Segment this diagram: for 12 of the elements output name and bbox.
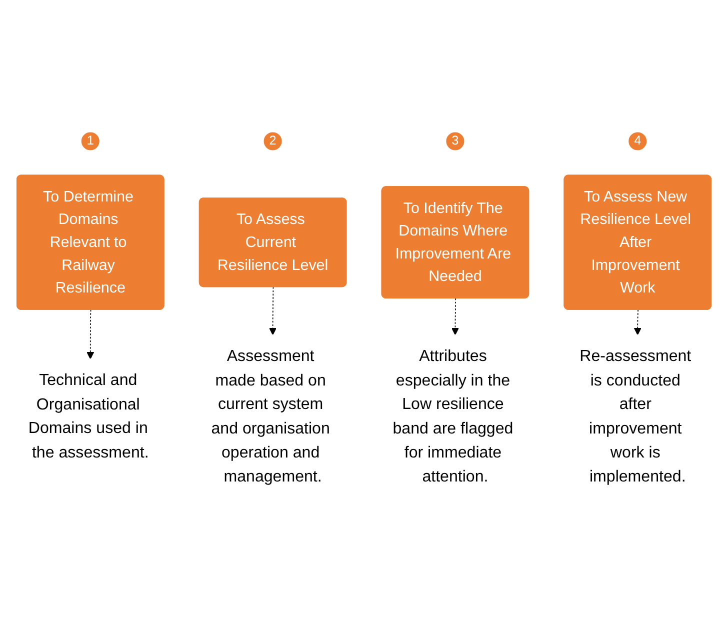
node-text: Technical and Organisational Domains used in the assessment. (28, 372, 149, 462)
arrow (452, 298, 459, 336)
node-circle (446, 132, 464, 151)
arrow (269, 287, 276, 336)
node-text: Re-assessment is conducted after improvement work is implemented. (580, 348, 692, 486)
arrow (634, 310, 642, 336)
node-circle (264, 132, 282, 151)
node-text: Attributes especially in the Low resilience band are flagged for immediate attention. (392, 348, 514, 486)
node-circle (81, 132, 100, 151)
node-circle (628, 132, 647, 151)
arrow (86, 310, 94, 360)
node-text: Assessment made based on current system and organisation operation and management. (211, 348, 330, 486)
